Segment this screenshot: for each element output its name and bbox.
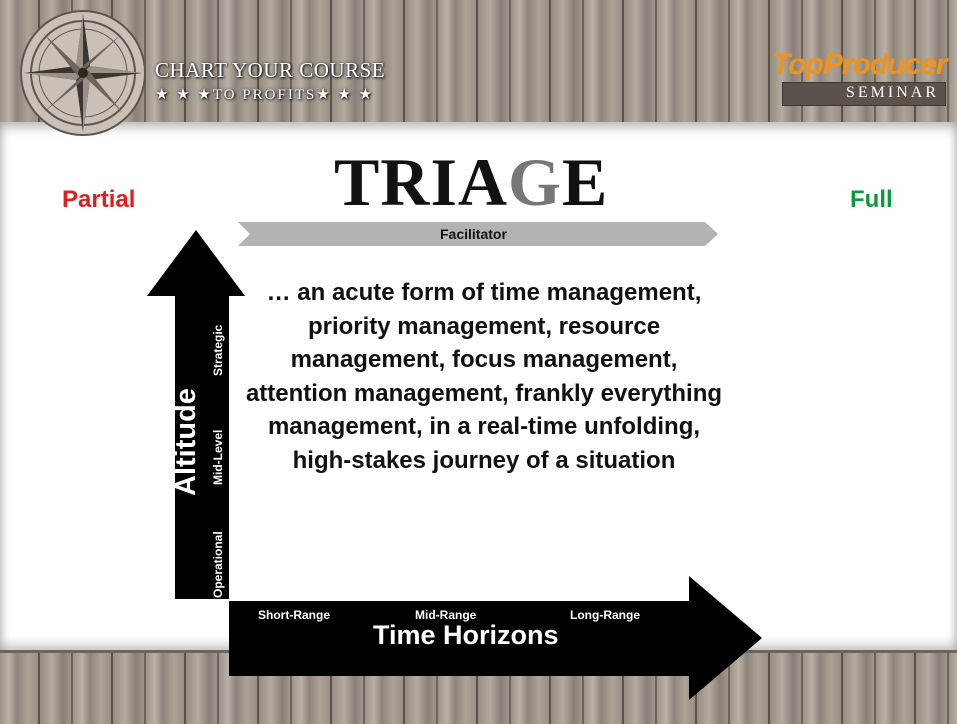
header-wood-banner — [0, 0, 957, 125]
facilitator-label: Facilitator — [440, 226, 507, 242]
compass-rose-icon — [18, 8, 148, 138]
header-subtitle: ★ ★ ★TO PROFITS★ ★ ★ — [155, 87, 375, 103]
slide-title: TRIAGE — [334, 147, 608, 217]
altitude-level-strategic: Strategic — [211, 324, 225, 376]
logo-top-text: Top — [772, 48, 824, 81]
top-producer-seminar-logo: TopProducer SEMINAR — [772, 48, 948, 106]
altitude-level-mid: Mid-Level — [211, 429, 225, 485]
time-level-long: Long-Range — [570, 608, 640, 622]
title-part-end: E — [561, 144, 609, 220]
triage-definition-quote: … an acute form of time management, prio… — [245, 279, 723, 474]
facilitator-arrow — [238, 222, 718, 246]
title-part-g: G — [508, 144, 562, 220]
altitude-level-operational: Operational — [211, 531, 225, 598]
altitude-arrow — [147, 230, 245, 599]
partial-label: Partial — [62, 186, 136, 213]
logo-producer-text: Producer — [822, 48, 948, 81]
time-horizons-axis-label: Time Horizons — [373, 620, 559, 650]
full-label: Full — [850, 186, 893, 213]
header-title: CHART YOUR COURSE — [155, 58, 386, 82]
time-level-mid: Mid-Range — [415, 608, 477, 622]
header-tagline: CHART YOUR COURSE ★ ★ ★TO PROFITS★ ★ ★ — [155, 58, 385, 104]
title-part-1: TRIA — [334, 144, 509, 220]
logo-seminar-bar: SEMINAR — [782, 82, 946, 106]
logo-seminar-text: SEMINAR — [845, 84, 939, 101]
slide-content-area — [0, 122, 957, 650]
time-horizon-arrow — [229, 576, 762, 700]
logo-wordmark: TopProducer — [772, 48, 948, 82]
time-level-short: Short-Range — [258, 608, 330, 622]
altitude-axis-label: Altitude — [170, 388, 202, 496]
